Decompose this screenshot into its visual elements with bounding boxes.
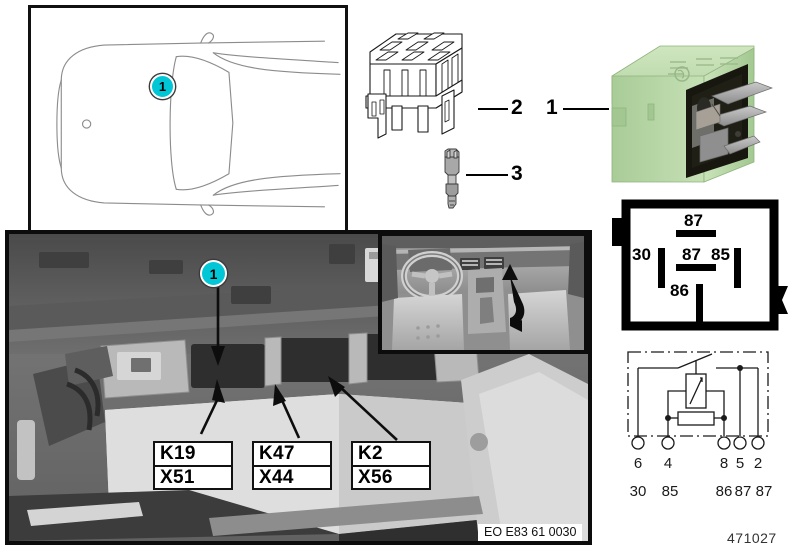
part-number-3: 3: [511, 162, 523, 185]
connector-designation-x56: X56: [358, 467, 393, 488]
terminal-blade-30: [658, 248, 665, 288]
vehicle-callout-1: 1: [150, 74, 175, 99]
pin-label-30: 30: [632, 245, 651, 264]
terminal-blade-87-middle: [676, 264, 716, 271]
schematic-terminal-30: 30: [630, 483, 647, 500]
pin-label-87-middle: 87: [682, 245, 701, 264]
vehicle-callout-label: 1: [158, 79, 167, 94]
interior-location-inset: [378, 232, 588, 354]
part-number-2: 2: [511, 96, 523, 119]
vehicle-location-diagram: [28, 5, 348, 243]
relay-designation-k47: K47: [254, 443, 330, 467]
green-relay-illustration: [611, 45, 774, 183]
label-box-k2: K2 X56: [351, 441, 431, 490]
interior-inset-image: [382, 236, 584, 350]
schematic-terminal-85: 85: [662, 483, 679, 500]
pin-label-86: 86: [670, 281, 689, 300]
connector-designation-x51: X51: [160, 467, 195, 488]
terminal-blade-85: [734, 248, 741, 288]
contact-terminal-pin-illustration: [444, 148, 460, 209]
leader-line-3: [466, 174, 508, 176]
installation-photo: [5, 230, 592, 545]
connector-designation-x44: X44: [259, 467, 294, 488]
relay-designation-k19: K19: [155, 443, 231, 467]
schematic-terminal-86: 86: [716, 483, 733, 500]
schematic-pin-4: 4: [664, 455, 672, 472]
vehicle-outline-svg: [56, 32, 341, 216]
schematic-pin-2: 2: [754, 455, 762, 472]
relay-designation-k2: K2: [353, 443, 429, 467]
label-box-k19: K19 X51: [153, 441, 233, 490]
relay-terminal-footprint-diagram: 87 30 87 85 86: [612, 199, 788, 331]
schematic-pin-5: 5: [736, 455, 744, 472]
pin-label-87-top: 87: [684, 211, 703, 230]
schematic-terminal-87a: 87: [735, 483, 752, 500]
terminal-blade-87-top: [676, 230, 716, 237]
schematic-pin-8: 8: [720, 455, 728, 472]
part-number-1: 1: [546, 96, 558, 119]
relay-circuit-schematic: 6 4 8 5 2 30 85 86 87 87: [627, 351, 773, 500]
pin-label-85: 85: [711, 245, 730, 264]
photo-callout-label: 1: [209, 265, 218, 282]
label-box-k47: K47 X44: [252, 441, 332, 490]
relay-socket-housing-illustration: [365, 32, 463, 139]
leader-line-2: [478, 108, 508, 110]
schematic-pin-6: 6: [634, 455, 642, 472]
photo-callout-1: 1: [200, 260, 227, 287]
leader-line-1: [563, 108, 609, 110]
photo-caption: EO E83 61 0030: [478, 524, 583, 541]
drawing-number: 471027: [727, 530, 777, 546]
schematic-terminal-87b: 87: [756, 483, 773, 500]
terminal-blade-86: [696, 284, 703, 324]
